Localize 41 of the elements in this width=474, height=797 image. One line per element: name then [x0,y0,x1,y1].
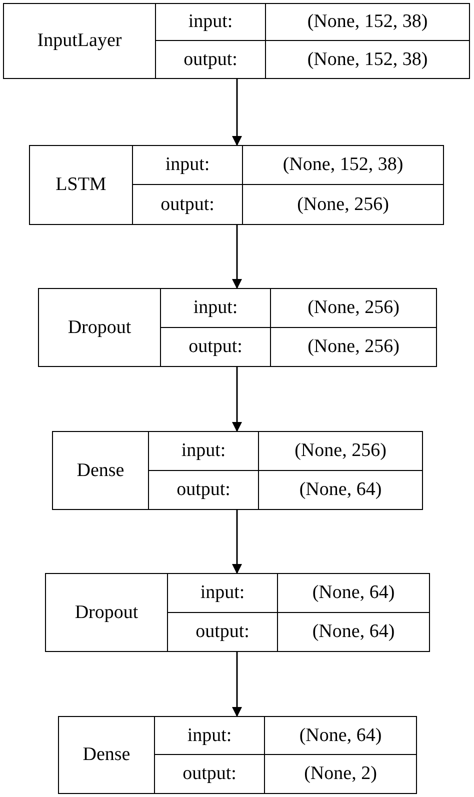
layer-name: Dropout [39,289,161,366]
port-label: input: [156,4,266,41]
layer-box [3,3,470,79]
arrow [232,367,242,432]
shape-value: (None, 152, 38) [243,146,443,185]
port-label: output: [133,185,243,224]
layer-box [29,145,444,225]
arrow [232,225,242,289]
port-label: input: [155,717,265,755]
arrow [232,510,242,574]
layer-box [38,288,437,367]
port-label: input: [149,432,259,470]
port-label: input: [161,289,271,328]
shape-value: (None, 64) [278,574,429,612]
port-label: output: [168,612,278,651]
layer-name: Dense [59,717,155,793]
shape-value: (None, 256) [296,192,390,216]
port-label: input: [168,574,278,612]
layer-name: Dense [53,432,149,509]
shape-value: (None, 256) [306,334,400,359]
port-label: output: [149,470,259,509]
shape-value: (None, 64) [265,717,416,755]
shape-value: (None, 64) [311,620,396,644]
shape-value: (None, 152, 38) [266,4,469,41]
layer-name: InputLayer [4,4,156,78]
port-label: output: [155,755,265,793]
arrow [232,652,242,717]
layer-name: LSTM [30,146,133,224]
shape-value: (None, 256) [259,432,422,470]
shape-value: (None, 64) [298,478,383,502]
layer-box [45,573,430,652]
port-label: input: [133,146,243,185]
shape-value: (None, 256) [271,289,436,328]
shape-value: (None, 2) [303,762,378,786]
layer-box [52,431,423,510]
port-label: output: [161,328,271,366]
layer-box [58,716,417,794]
arrow [232,79,242,146]
layer-name: Dropout [46,574,168,651]
port-label: output: [156,41,266,78]
shape-value: (None, 152, 38) [306,48,429,72]
